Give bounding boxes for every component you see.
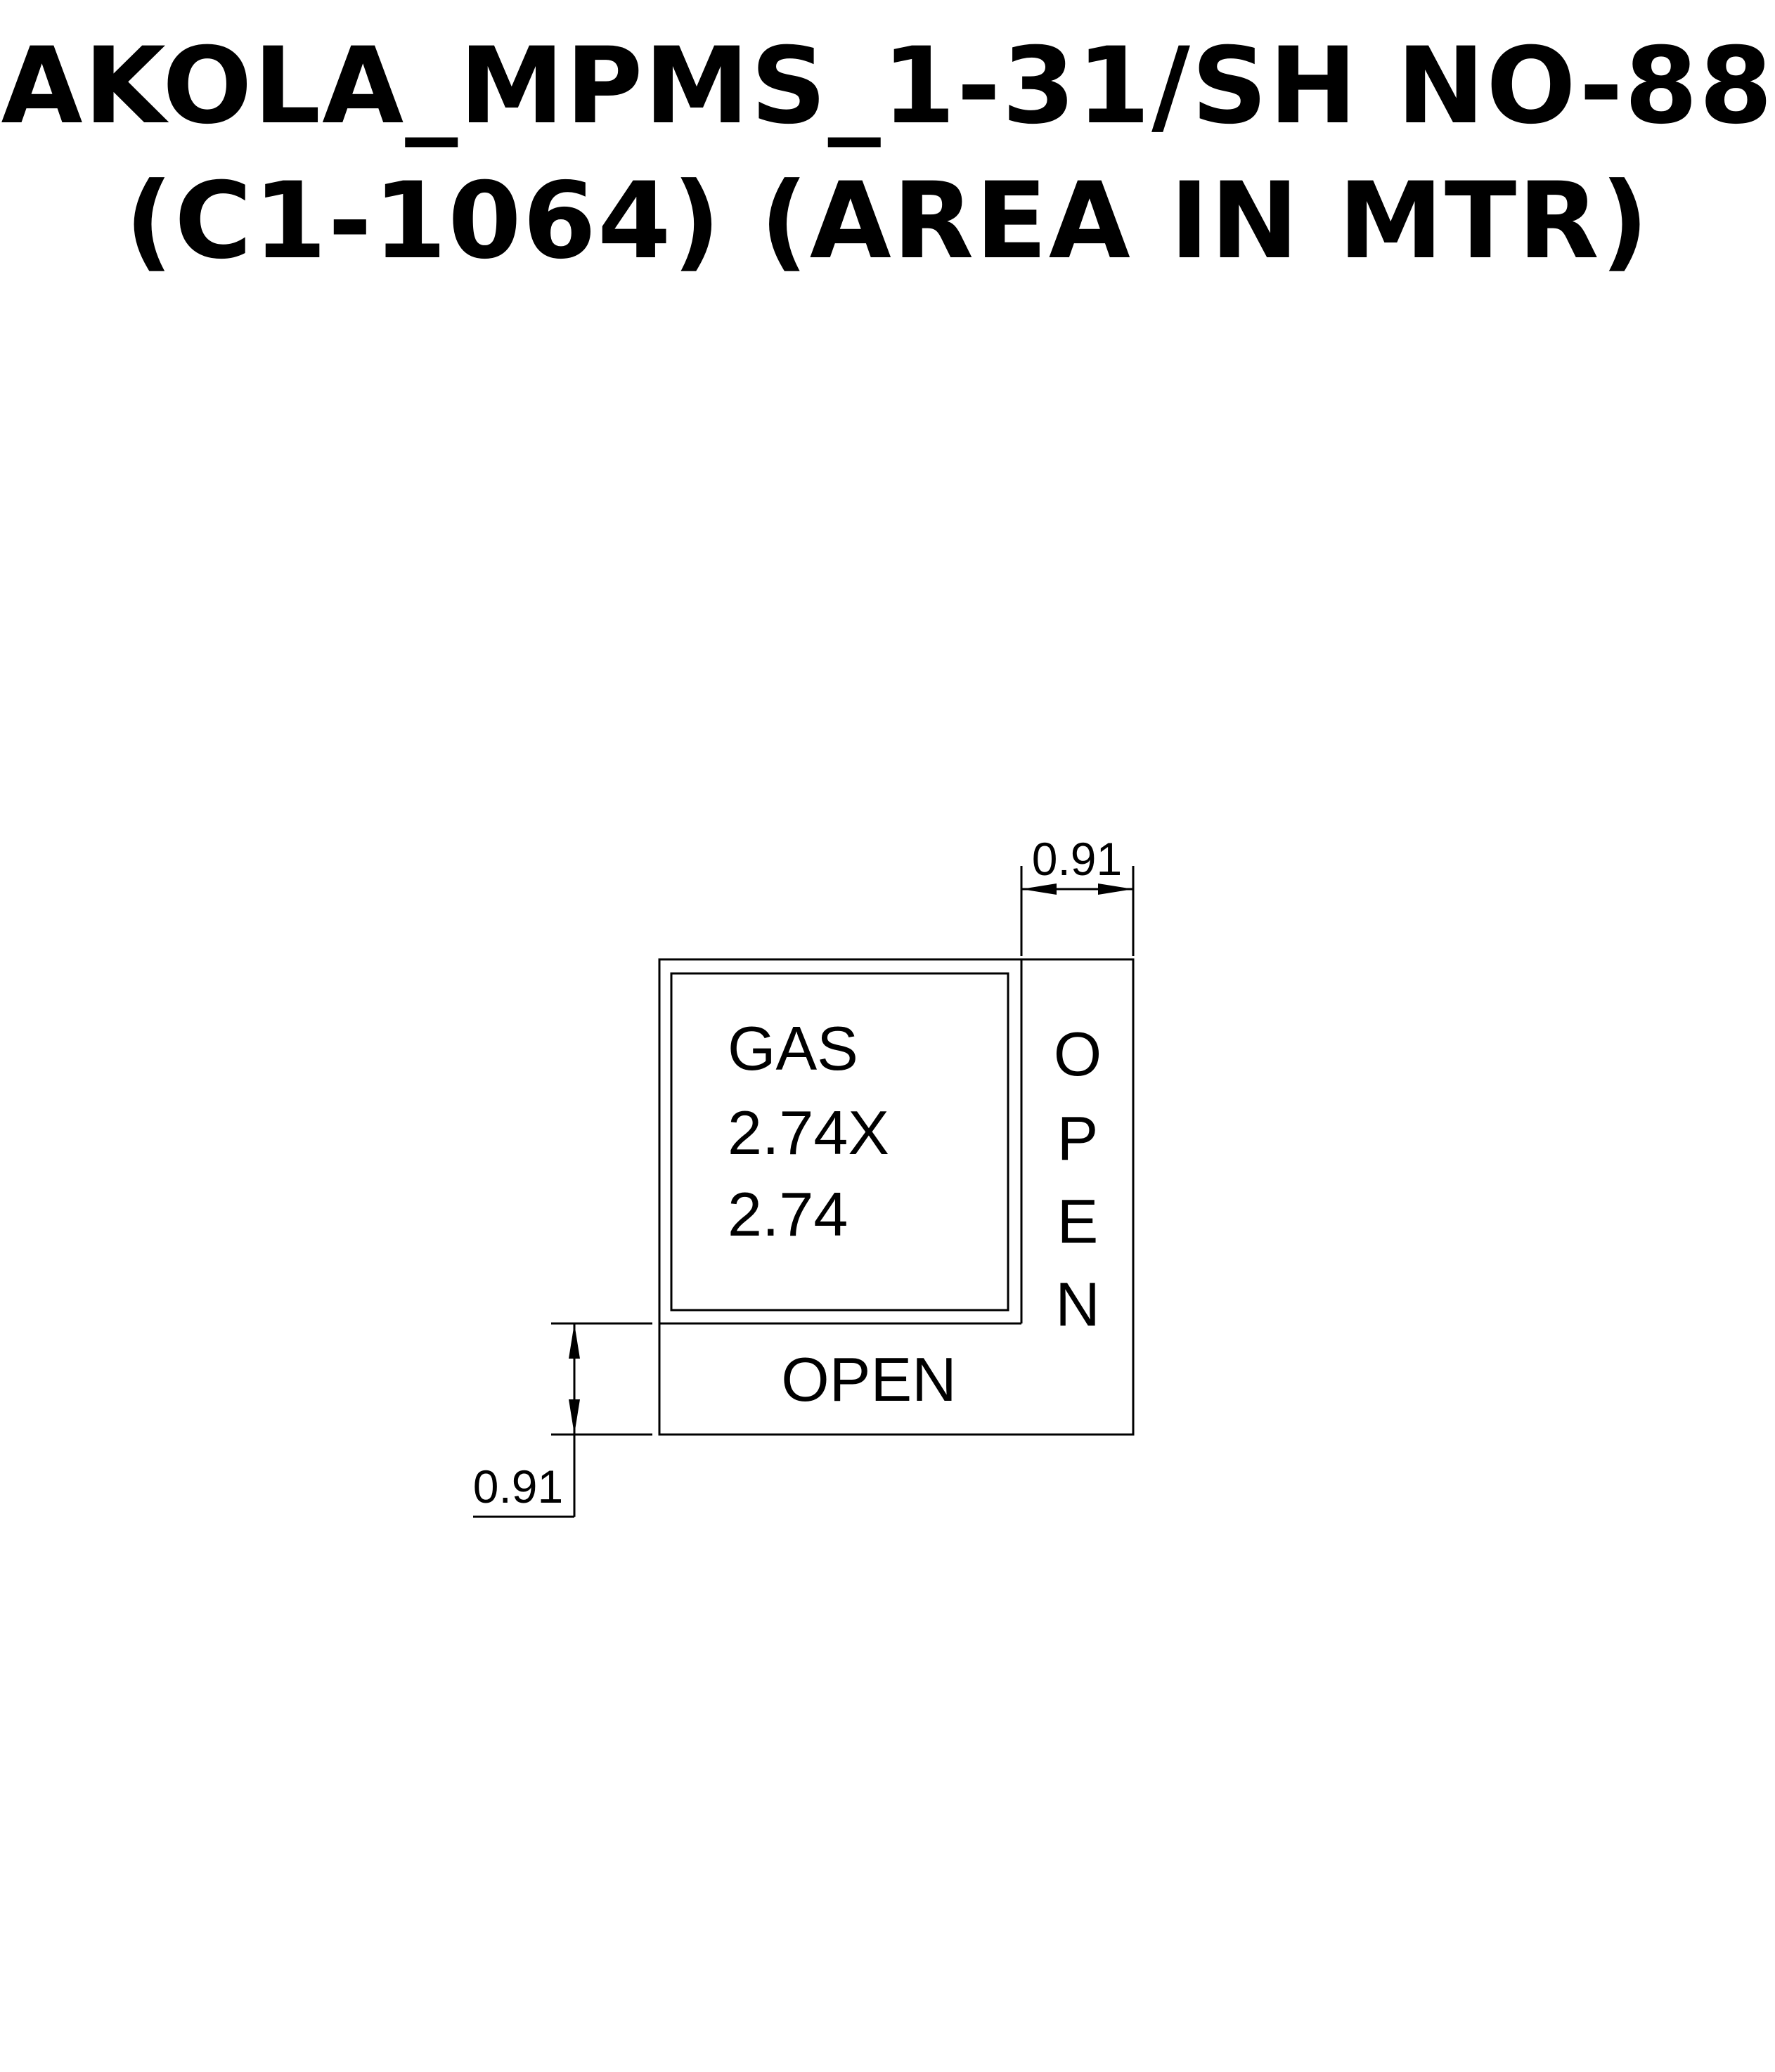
- room-dimension-label-second: 2.74: [728, 1179, 848, 1249]
- open-bottom-label: OPEN: [781, 1345, 956, 1414]
- open-right-letter-n: N: [1055, 1269, 1100, 1339]
- dim-left-value: 0.91: [473, 1461, 563, 1513]
- gas-room-inner-boundary: [670, 972, 1009, 1312]
- dim-left-arrow-bottom: [569, 1399, 580, 1435]
- drawing-title-line-1: AKOLA_MPMS_1-31/SH NO-88: [1, 25, 1774, 148]
- dim-top-arrow-left: [1021, 883, 1057, 895]
- open-right-letter-p: P: [1057, 1103, 1099, 1173]
- drawing-title-line-2: (C1-1064) (AREA IN MTR): [124, 160, 1651, 283]
- room-name-label: GAS: [728, 1014, 858, 1083]
- open-right-letter-e: E: [1057, 1186, 1099, 1256]
- dim-top-value: 0.91: [1032, 833, 1122, 885]
- open-right-letter-o: O: [1054, 1019, 1102, 1089]
- dim-left-arrow-top: [569, 1323, 580, 1359]
- plot-outer-boundary: [658, 958, 1135, 1436]
- dim-top-arrow-right: [1098, 883, 1133, 895]
- room-dimension-label: 2.74X: [728, 1098, 889, 1167]
